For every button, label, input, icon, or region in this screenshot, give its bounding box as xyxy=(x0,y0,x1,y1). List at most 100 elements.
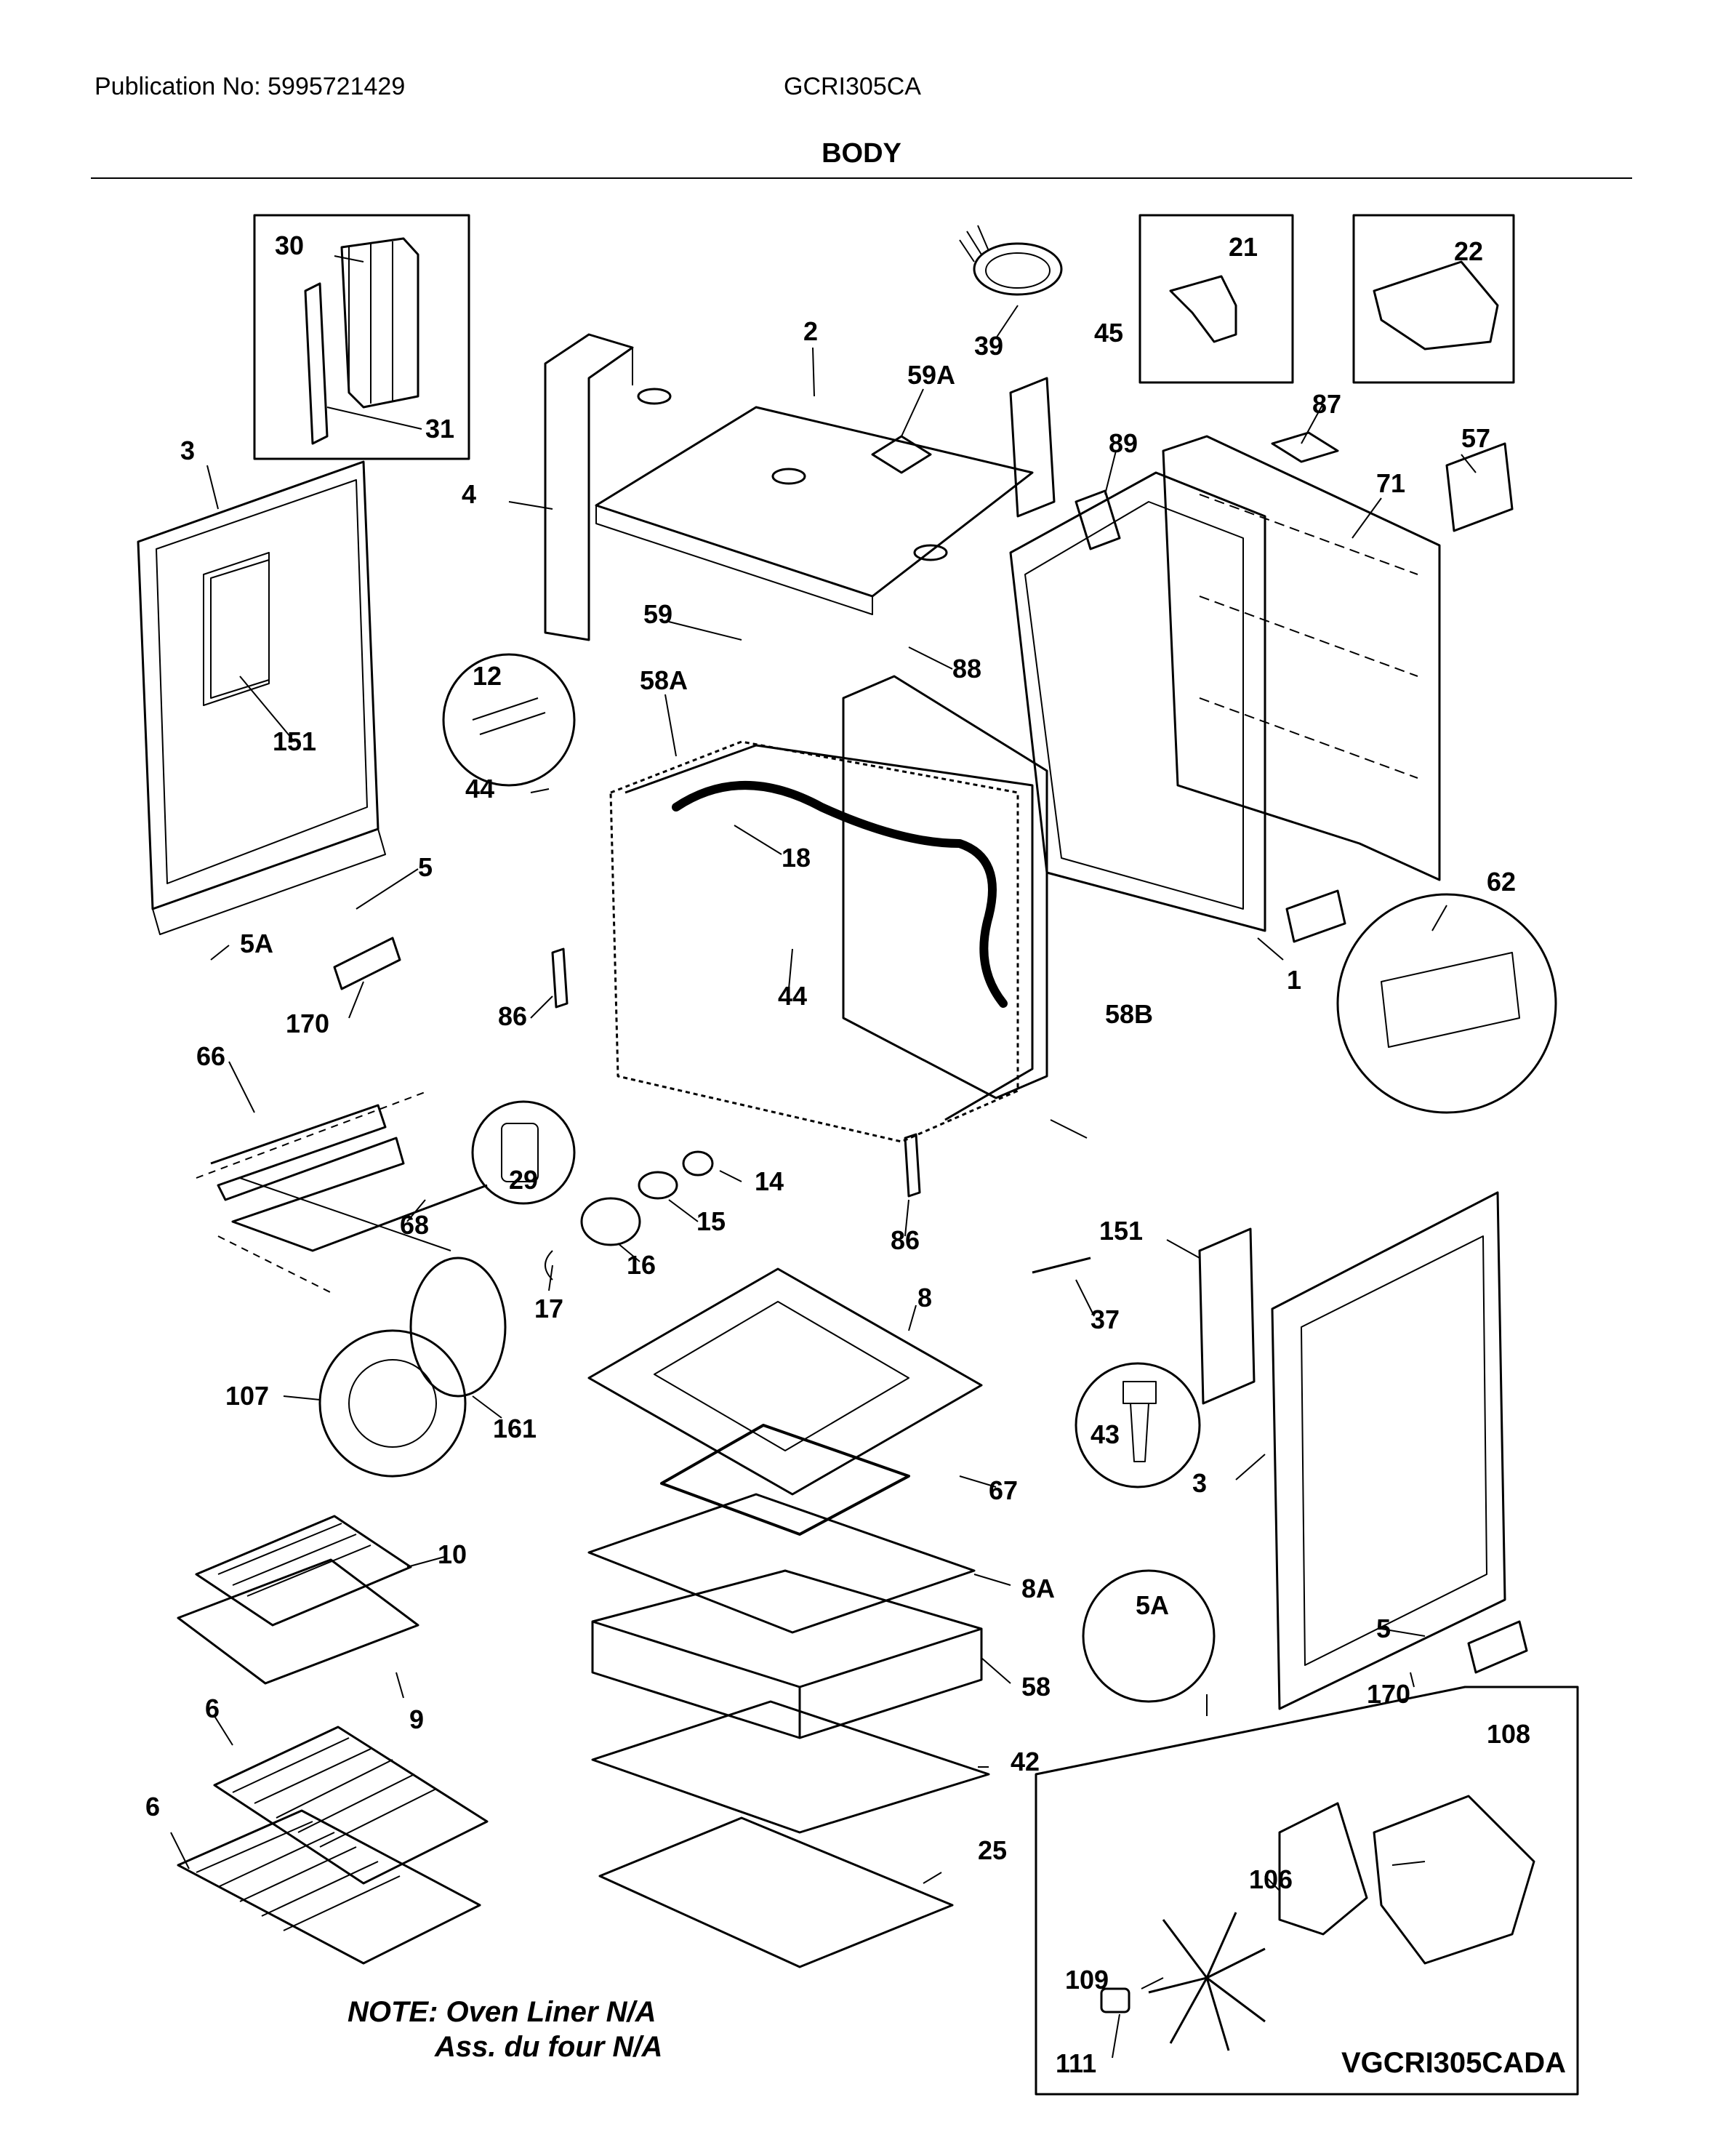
callout: 111 xyxy=(1056,2048,1096,2078)
insulation-58B xyxy=(842,675,1048,1099)
callout: 2 xyxy=(803,316,818,346)
callout: 22 xyxy=(1454,236,1483,266)
power-cord-39 xyxy=(973,242,1063,296)
lamp-bulb-15 xyxy=(638,1171,678,1200)
broil-pan-9 xyxy=(177,1558,419,1685)
pan-42 xyxy=(591,1700,990,1834)
callout: 59A xyxy=(907,360,955,390)
part-57 xyxy=(1445,442,1514,532)
callout: 3 xyxy=(1192,1468,1207,1498)
callout: 67 xyxy=(989,1475,1018,1505)
hinge-151-right xyxy=(1198,1227,1256,1405)
callout: 8A xyxy=(1021,1574,1055,1603)
detail-circle-12 xyxy=(442,653,576,787)
callout: 161 xyxy=(493,1414,537,1443)
callout: 10 xyxy=(438,1539,467,1569)
callout: 12 xyxy=(473,661,502,691)
callout: 106 xyxy=(1249,1864,1293,1894)
callout: 17 xyxy=(534,1294,563,1323)
part-30-shape xyxy=(340,237,419,409)
callout: 57 xyxy=(1461,423,1490,453)
hinge-170-right xyxy=(1467,1620,1528,1674)
detail-circle-5A xyxy=(1082,1569,1216,1703)
inset-box-21 xyxy=(1138,214,1294,384)
part-45-bracket xyxy=(1009,377,1056,518)
callout: 151 xyxy=(273,726,316,756)
rack-6-upper xyxy=(213,1726,489,1885)
callout: 43 xyxy=(1091,1419,1120,1449)
bake-element-67 xyxy=(660,1424,910,1536)
callout: 108 xyxy=(1487,1719,1530,1749)
callout: 45 xyxy=(1094,318,1123,348)
part-62 xyxy=(1285,889,1346,943)
callout: 170 xyxy=(1367,1679,1410,1709)
callout: 58B xyxy=(1105,999,1153,1029)
rack-6-lower xyxy=(177,1809,481,1965)
part-31-shape xyxy=(304,282,329,445)
callout: 58 xyxy=(1021,1672,1051,1702)
nut-111 xyxy=(1100,1987,1130,2013)
detail-circle-62 xyxy=(1336,893,1557,1114)
publication-number: Publication No: 5995721429 xyxy=(95,73,406,100)
lamp-socket-14 xyxy=(682,1150,714,1177)
callout: 30 xyxy=(275,231,304,260)
callout: 44 xyxy=(778,981,807,1011)
detail-circle-29 xyxy=(471,1100,576,1205)
callout: 5 xyxy=(418,852,433,882)
callout: 1 xyxy=(1287,965,1301,995)
callout: 42 xyxy=(1011,1747,1040,1776)
door-right xyxy=(1271,1191,1506,1710)
part-21 xyxy=(1169,275,1237,343)
sensor-37 xyxy=(1032,1257,1091,1274)
insulation-58A xyxy=(624,744,1034,1121)
callout: 18 xyxy=(782,843,811,873)
section-title: BODY xyxy=(822,138,901,169)
callout: 4 xyxy=(462,479,476,509)
callout: 107 xyxy=(225,1381,269,1411)
tray-8A xyxy=(587,1493,976,1634)
callout: 39 xyxy=(974,331,1003,361)
callout: 62 xyxy=(1487,867,1516,897)
fan-cover-107 xyxy=(318,1329,467,1478)
fan-blade-109 xyxy=(1148,1912,1266,2051)
broil-element-66 xyxy=(210,1104,488,1252)
callout: 37 xyxy=(1091,1305,1120,1334)
part-59A xyxy=(871,435,932,474)
part-89 xyxy=(1075,489,1121,550)
element-68-line xyxy=(239,1177,451,1251)
callout: 58A xyxy=(640,665,688,695)
model-number: GCRI305CA xyxy=(784,73,921,100)
broil-grid-10 xyxy=(195,1515,412,1627)
back-panel-71 xyxy=(1162,435,1441,881)
callout: 21 xyxy=(1229,232,1258,262)
callout: 3 xyxy=(180,436,195,465)
callout: 66 xyxy=(196,1041,225,1071)
callout: 109 xyxy=(1065,1965,1109,1995)
callout: 9 xyxy=(409,1704,424,1734)
note-line-2: Ass. du four N/A xyxy=(435,2031,663,2063)
hinge-170-left xyxy=(333,937,401,990)
callout: 86 xyxy=(498,1001,527,1031)
drawing-number: VGCRI305CADA xyxy=(1341,2047,1566,2079)
callout: 29 xyxy=(509,1165,538,1195)
inset-box-30-31 xyxy=(253,214,470,460)
header-rule xyxy=(91,177,1632,179)
callout: 16 xyxy=(627,1250,656,1280)
guide-86-left xyxy=(551,947,569,1009)
part-87 xyxy=(1271,431,1339,463)
oven-bottom-8 xyxy=(587,1267,983,1496)
callout: 6 xyxy=(205,1694,220,1723)
callout: 89 xyxy=(1109,428,1138,458)
callout: 15 xyxy=(696,1206,726,1236)
callout: 170 xyxy=(286,1009,329,1038)
detail-circle-43 xyxy=(1075,1362,1201,1488)
lamp-cover-16 xyxy=(580,1197,641,1246)
side-panel-4 xyxy=(544,333,634,641)
element-holder-161 xyxy=(409,1257,507,1398)
part-22 xyxy=(1373,260,1499,350)
callout: 5A xyxy=(1136,1590,1169,1620)
motor-108 xyxy=(1373,1795,1535,1965)
guide-86-right xyxy=(904,1133,921,1198)
callout: 68 xyxy=(400,1210,429,1240)
